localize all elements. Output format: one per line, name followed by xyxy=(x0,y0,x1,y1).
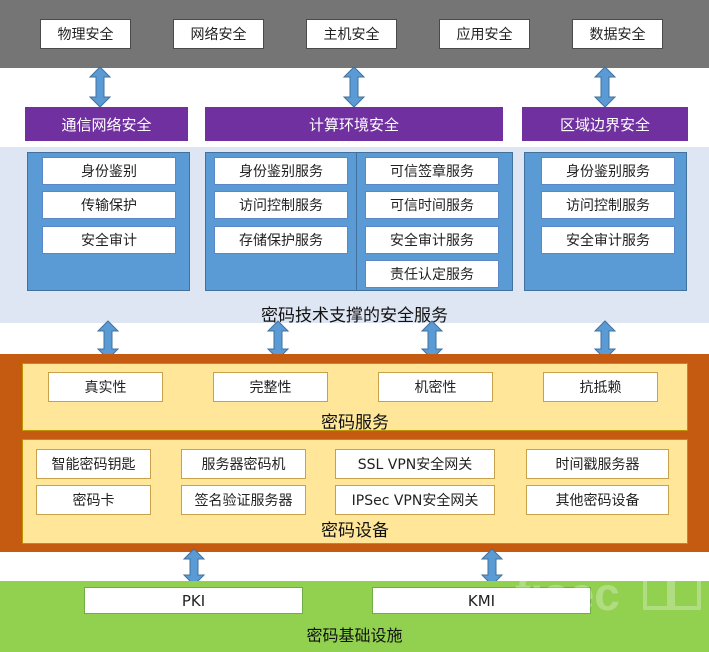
device-signature-verification-server: 签名验证服务器 xyxy=(181,485,306,515)
top-item-network: 网络安全 xyxy=(173,19,264,49)
service-identity-auth: 身份鉴别 xyxy=(42,157,176,185)
top-item-host: 主机安全 xyxy=(306,19,397,49)
service-security-audit-right: 安全审计服务 xyxy=(541,226,675,254)
arrow-bottom-left xyxy=(182,548,206,586)
arrow-top-left xyxy=(88,66,112,108)
arrow-bottom-right xyxy=(480,548,504,586)
crypto-services-caption: 密码服务 xyxy=(321,413,389,433)
service-security-audit: 安全审计 xyxy=(42,226,176,254)
domain-communication-network: 通信网络安全 xyxy=(25,107,188,141)
crypto-devices-caption: 密码设备 xyxy=(321,521,389,541)
service-storage-protection: 存储保护服务 xyxy=(214,226,348,254)
crypto-integrity: 完整性 xyxy=(213,372,328,402)
service-transmission-protection: 传输保护 xyxy=(42,191,176,219)
domain-computing-environment: 计算环境安全 xyxy=(205,107,503,141)
top-item-physical: 物理安全 xyxy=(40,19,131,49)
device-ssl-vpn-gateway: SSL VPN安全网关 xyxy=(335,449,495,479)
crypto-authenticity: 真实性 xyxy=(48,372,163,402)
service-identity-auth-right: 身份鉴别服务 xyxy=(541,157,675,185)
arrow-top-right xyxy=(593,66,617,108)
crypto-non-repudiation: 抗抵赖 xyxy=(543,372,658,402)
device-crypto-card: 密码卡 xyxy=(36,485,151,515)
arrow-top-middle xyxy=(342,66,366,108)
service-security-audit-middle: 安全审计服务 xyxy=(365,226,499,254)
infra-kmi: KMI xyxy=(372,587,591,614)
device-timestamp-server: 时间戳服务器 xyxy=(526,449,669,479)
domain-regional-boundary: 区域边界安全 xyxy=(522,107,688,141)
service-accountability: 责任认定服务 xyxy=(365,260,499,288)
security-services-caption: 密码技术支撑的安全服务 xyxy=(261,306,448,326)
device-smart-key: 智能密码钥匙 xyxy=(36,449,151,479)
top-item-data: 数据安全 xyxy=(572,19,663,49)
service-trusted-signature: 可信签章服务 xyxy=(365,157,499,185)
fisec-watermark-logo: fisec xyxy=(515,568,701,620)
top-item-application: 应用安全 xyxy=(439,19,530,49)
service-identity-auth-middle: 身份鉴别服务 xyxy=(214,157,348,185)
crypto-confidentiality: 机密性 xyxy=(378,372,493,402)
device-server-crypto-machine: 服务器密码机 xyxy=(181,449,306,479)
device-ipsec-vpn-gateway: IPSec VPN安全网关 xyxy=(335,485,495,515)
service-access-control-middle: 访问控制服务 xyxy=(214,191,348,219)
service-trusted-time: 可信时间服务 xyxy=(365,191,499,219)
svg-text:fisec: fisec xyxy=(515,568,620,620)
infra-pki: PKI xyxy=(84,587,303,614)
service-access-control-right: 访问控制服务 xyxy=(541,191,675,219)
services-panel-middle-divider xyxy=(356,152,357,291)
device-other-crypto: 其他密码设备 xyxy=(526,485,669,515)
crypto-infrastructure-caption: 密码基础设施 xyxy=(306,626,403,645)
